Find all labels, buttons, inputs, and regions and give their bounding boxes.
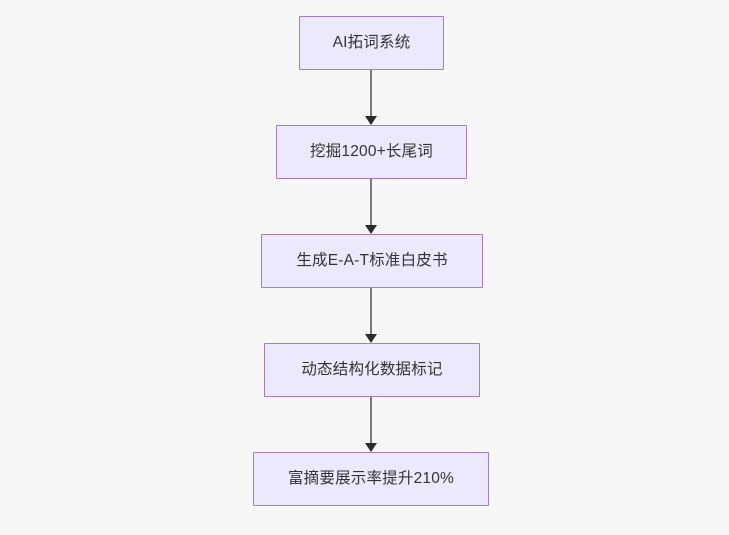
flow-node-dynamic-structured-data-markup[interactable]: 动态结构化数据标记: [264, 343, 480, 397]
flow-node-rich-snippet-impression-lift[interactable]: 富摘要展示率提升210%: [253, 452, 489, 506]
arrow-head-icon: [365, 116, 377, 125]
flow-node-label: AI拓词系统: [332, 33, 411, 51]
flow-node-generate-eat-whitepaper[interactable]: 生成E-A-T标准白皮书: [261, 234, 483, 288]
arrow-head-icon: [365, 443, 377, 452]
flow-arrow-node3-to-node4: [359, 288, 383, 343]
arrow-head-icon: [365, 334, 377, 343]
flow-node-label: 挖掘1200+长尾词: [309, 142, 434, 160]
flow-node-label: 生成E-A-T标准白皮书: [296, 251, 448, 269]
arrow-line: [370, 179, 372, 226]
flow-node-label: 富摘要展示率提升210%: [287, 469, 455, 487]
flow-arrow-node2-to-node3: [359, 179, 383, 234]
flow-arrow-node4-to-node5: [359, 397, 383, 452]
flow-node-mine-longtail-keywords[interactable]: 挖掘1200+长尾词: [276, 125, 467, 179]
flow-node-ai-keyword-system[interactable]: AI拓词系统: [299, 16, 444, 70]
flow-node-label: 动态结构化数据标记: [301, 360, 443, 378]
arrow-head-icon: [365, 225, 377, 234]
flow-arrow-node1-to-node2: [359, 70, 383, 125]
arrow-line: [370, 397, 372, 444]
arrow-line: [370, 70, 372, 117]
arrow-line: [370, 288, 372, 335]
